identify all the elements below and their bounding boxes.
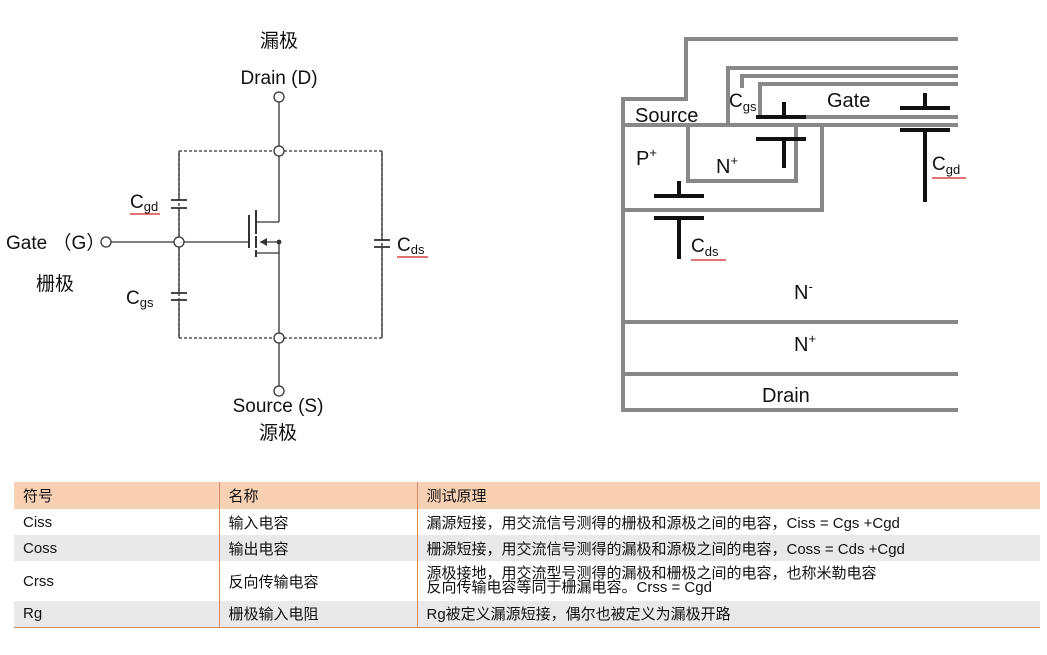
table-row: Ciss 输入电容 漏源短接，用交流信号测得的栅极和源极之间的电容，Ciss =… (14, 509, 1040, 535)
cell-symbol: Rg (23, 605, 43, 623)
drain-terminal (273, 91, 285, 103)
circuit-labels: 漏极 Drain (D) Gate （G） 栅极 Source (S) 源极 C… (6, 30, 428, 444)
cell-name: 反向传输电容 (218, 561, 417, 601)
p-plus-region (623, 123, 824, 212)
source-cn-label: 源极 (259, 422, 297, 444)
header-name: 名称 (218, 482, 417, 509)
source-label: Source (S) (233, 396, 324, 417)
diagrams: 漏极 Drain (D) Gate （G） 栅极 Source (S) 源极 C… (6, 30, 966, 444)
drain-label: Drain (D) (240, 68, 317, 89)
cell-name: 栅极输入电阻 (218, 601, 417, 627)
source-region-label: Source (635, 105, 698, 127)
n-plus-region (686, 125, 798, 183)
cross-section-capacitors (654, 93, 950, 259)
table-row: Crss 反向传输电容 源极接地，用交流型号测得的漏极和栅极之间的电容，也称米勒… (14, 561, 1040, 601)
n-minus-label: N- (794, 279, 813, 304)
drain-cn-label: 漏极 (260, 30, 298, 52)
circuit-cgd-label: Cgd (130, 192, 158, 214)
gate-electrode (758, 82, 958, 119)
cell-principle: 漏源短接，用交流信号测得的栅极和源极之间的电容，Ciss = Cgs +Cgd (416, 509, 1040, 535)
gate-region-label: Gate (827, 90, 870, 112)
mosfet-circuit (100, 91, 390, 397)
header-symbol: 符号 (23, 488, 54, 505)
cell-symbol: Coss (23, 539, 58, 557)
gate-label: Gate （G） (6, 232, 105, 254)
cell-principle: 栅源短接，用交流信号测得的漏极和源极之间的电容，Coss = Cds +Cgd (416, 535, 1040, 561)
cell-name: 输出电容 (218, 535, 417, 561)
table-row: Rg 栅极输入电阻 Rg被定义漏源短接，偶尔也被定义为漏极开路 (14, 601, 1040, 627)
p-plus-label: P+ (636, 145, 657, 170)
cross-cds-label: Cds (691, 236, 719, 259)
drain-node (273, 145, 285, 157)
table-row: Coss 输出电容 栅源短接，用交流信号测得的漏极和源极之间的电容，Coss =… (14, 535, 1040, 561)
cell-symbol: Ciss (23, 513, 53, 531)
cell-principle: 源极接地，用交流型号测得的漏极和栅极之间的电容，也称米勒电容 反向传输电容等同于… (416, 561, 1040, 601)
cross-cgs-label: Cgs (729, 91, 757, 114)
n-plus-small-label: N+ (716, 153, 738, 178)
n-plus-layer-label: N+ (794, 331, 816, 356)
principle-line: 源极接地，用交流型号测得的漏极和栅极之间的电容，也称米勒电容 (426, 565, 877, 582)
principle-line: 反向传输电容等同于栅漏电容。Crss = Cgd (426, 579, 712, 596)
gate-node (173, 236, 185, 248)
cell-symbol: Crss (23, 572, 54, 590)
capacitance-parameter-table: 符号 名称 测试原理 Ciss 输入电容 漏源短接，用交流信号测得的栅极和源极之… (14, 482, 1040, 628)
source-node (273, 332, 285, 344)
cell-principle: Rg被定义漏源短接，偶尔也被定义为漏极开路 (416, 601, 1040, 627)
table-header-row: 符号 名称 测试原理 (14, 482, 1040, 509)
cross-section-labels: Source Gate Cgs P+ N+ Cgd Cds N- N+ Drai… (635, 90, 966, 407)
cell-name: 输入电容 (218, 509, 417, 535)
cross-cgd-label: Cgd (932, 154, 960, 177)
circuit-cgs-label: Cgs (126, 288, 154, 310)
source-metal (621, 37, 958, 412)
source-terminal (273, 385, 285, 397)
gate-terminal (100, 236, 112, 248)
header-principle: 测试原理 (416, 482, 1040, 509)
drain-region-label: Drain (762, 385, 810, 407)
gate-cn-label: 栅极 (36, 273, 74, 295)
circuit-cds-label: Cds (397, 235, 425, 257)
mosfet-cross-section (621, 37, 958, 412)
capacitance-boundary-box (178, 150, 383, 339)
